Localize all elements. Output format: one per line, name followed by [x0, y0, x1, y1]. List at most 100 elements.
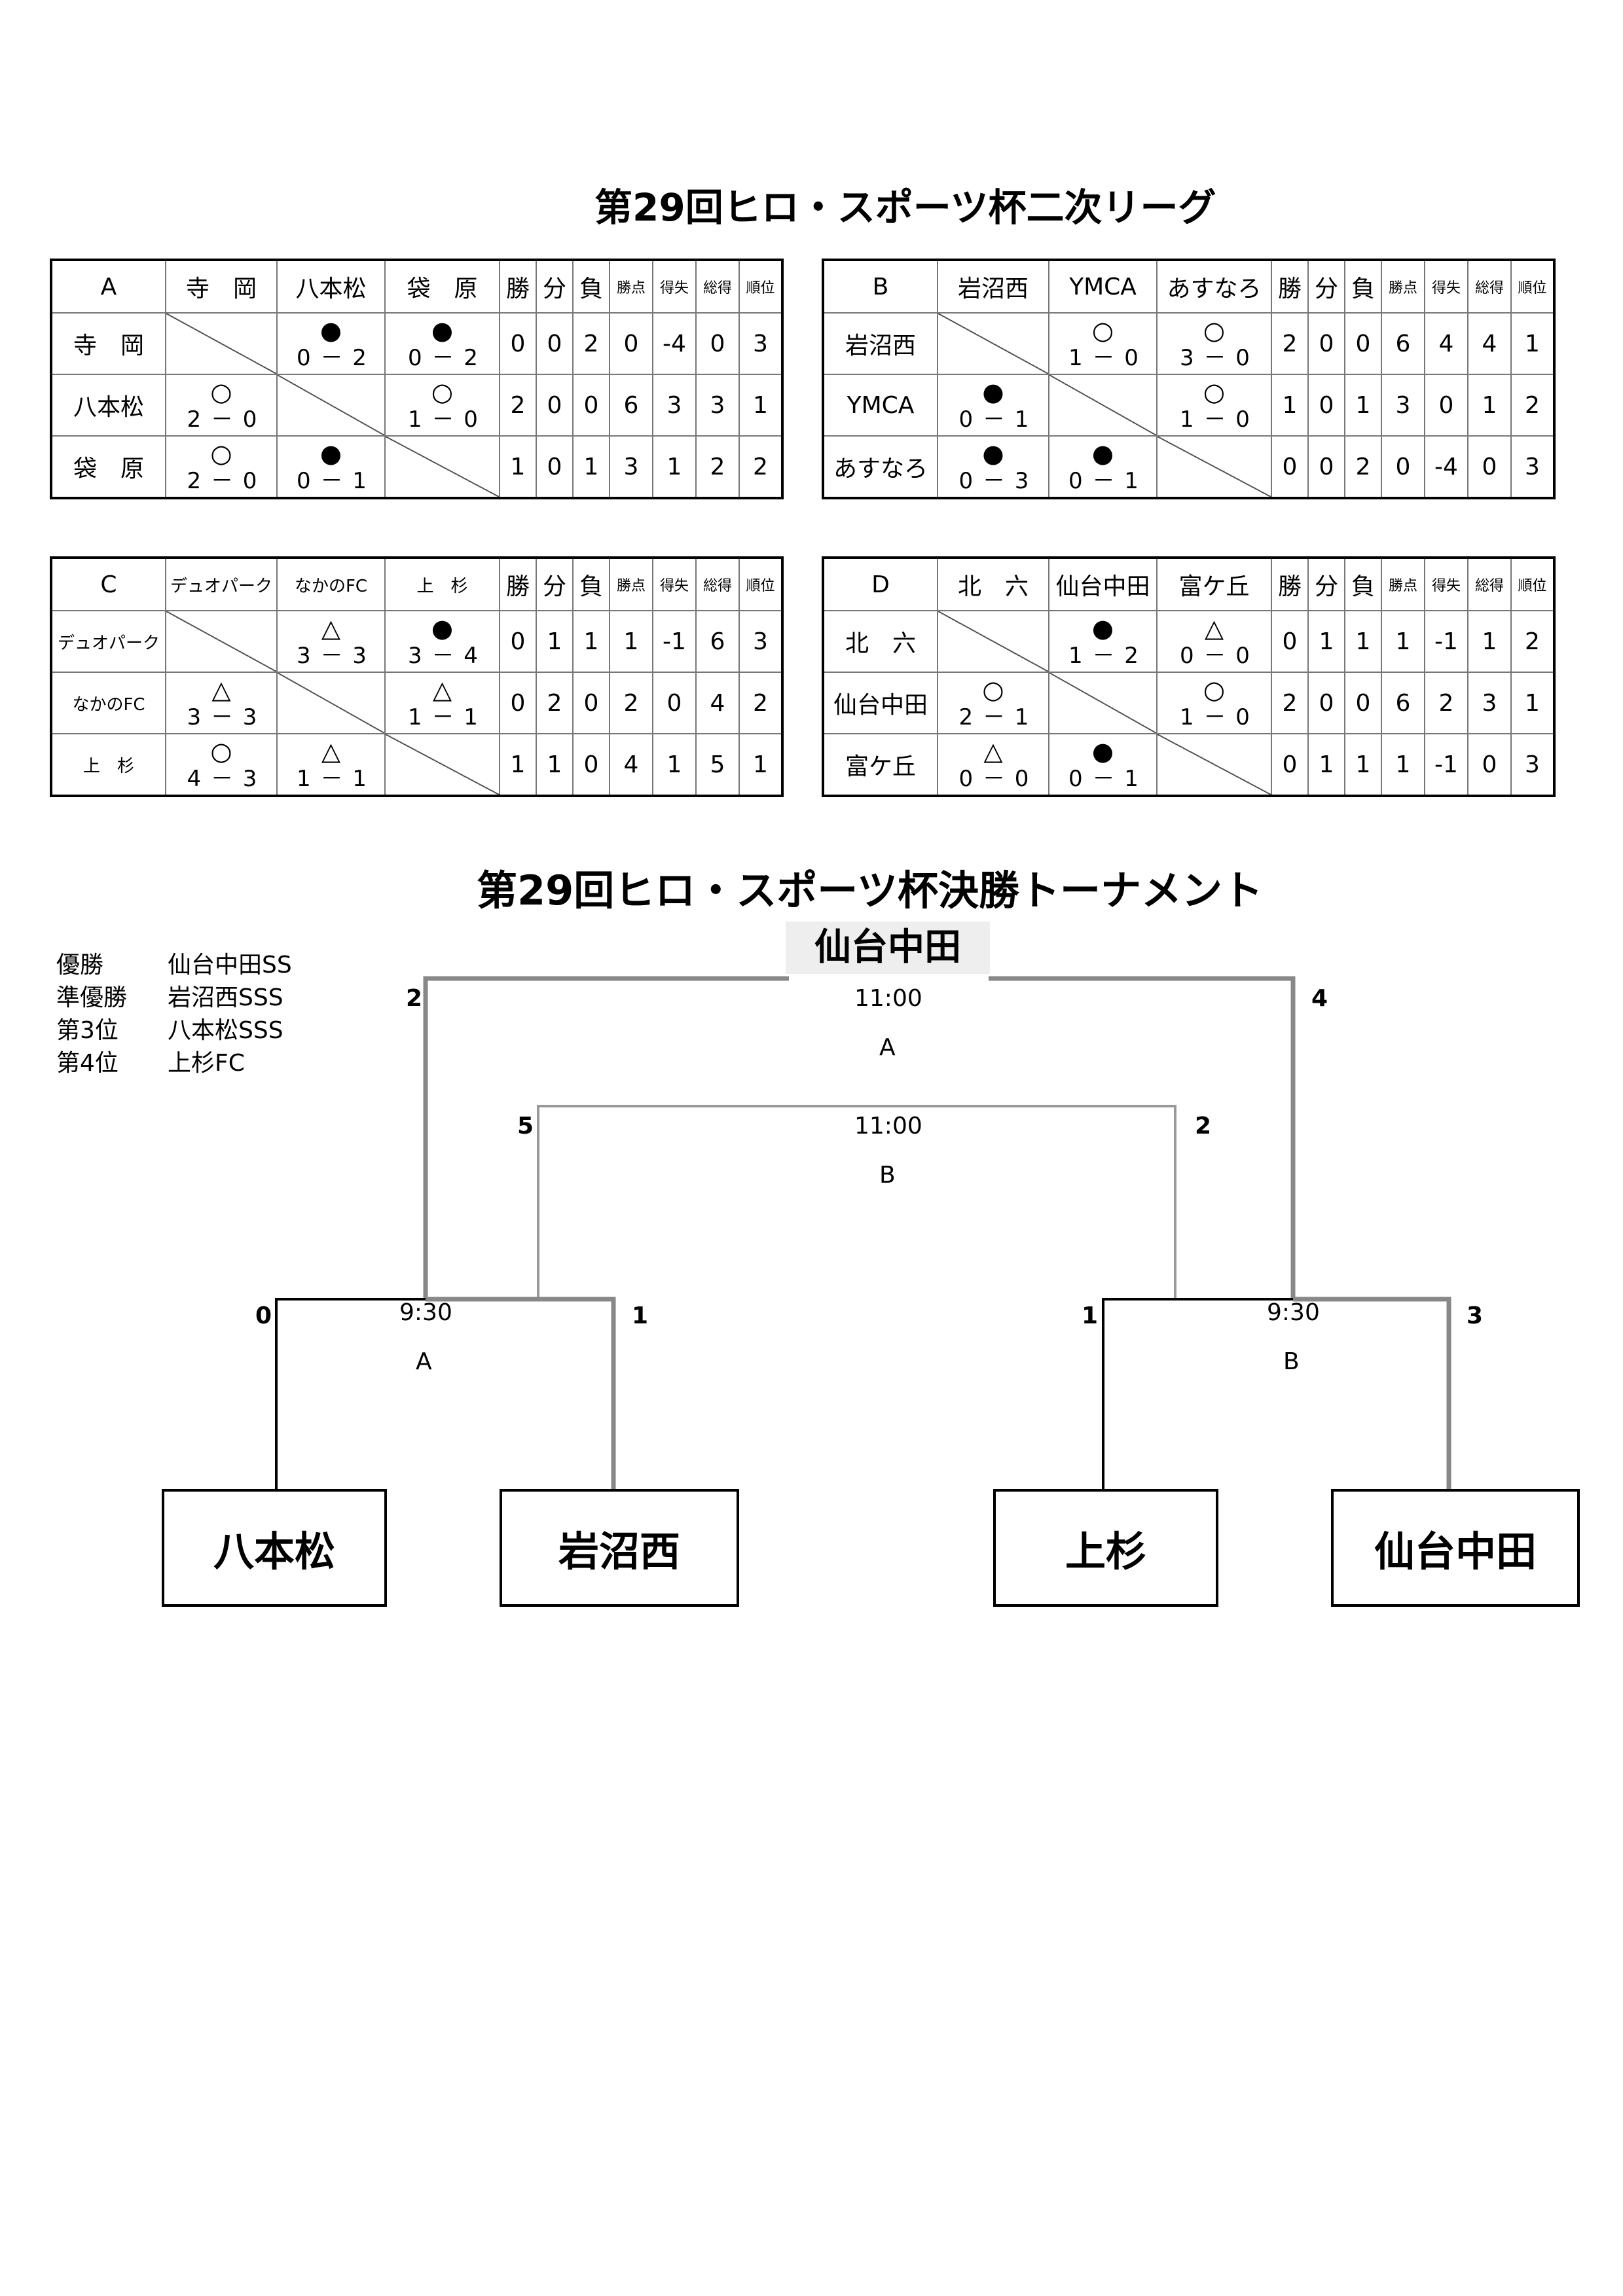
stat-value: 1 — [499, 435, 537, 499]
stat-value: -1 — [652, 610, 697, 673]
match-mark: △ — [321, 614, 341, 643]
match-score: 0 － 2 — [297, 345, 368, 371]
stat-value: 0 — [536, 435, 574, 499]
stat-value: -4 — [1424, 435, 1468, 499]
self-match-cell — [1156, 733, 1272, 797]
semi-right-left-score: 1 — [1082, 1302, 1099, 1329]
match-mark: △ — [321, 737, 341, 766]
match-score: 0 － 1 — [958, 406, 1030, 433]
stat-value: 1 — [1467, 374, 1512, 437]
row-team-name: あすなろ — [822, 435, 938, 499]
match-result-cell: △1 － 1 — [276, 733, 386, 797]
match-result-cell: ●0 － 1 — [1048, 733, 1158, 797]
match-result-cell: ●0 － 3 — [937, 435, 1049, 499]
final-results: 優勝仙台中田SS 準優勝岩沼西SSS 第3位八本松SSS 第4位上杉FC — [56, 949, 292, 1080]
result-team: 八本松SSS — [168, 1017, 283, 1044]
stat-value: 0 — [652, 672, 697, 734]
stat-value: 0 — [1307, 374, 1345, 437]
bracket-team-box: 岩沼西 — [500, 1489, 739, 1607]
self-match-cell — [384, 435, 500, 499]
stat-value: 0 — [499, 610, 537, 673]
stat-value: 2 — [1510, 610, 1555, 673]
stat-value: 1 — [499, 733, 537, 797]
champion-name: 仙台中田 — [814, 926, 961, 969]
stat-value: 0 — [1271, 610, 1309, 673]
stat-value: 0 — [1467, 435, 1512, 499]
stat-header: 勝 — [1271, 259, 1309, 314]
stat-header: 分 — [536, 259, 574, 314]
champion-highlight — [786, 922, 990, 974]
bracket-team-box: 八本松 — [162, 1489, 387, 1607]
match-mark: △ — [211, 675, 231, 704]
match-score: 1 － 1 — [297, 766, 368, 792]
stat-value: 2 — [572, 312, 610, 375]
semi-right-line-loser — [1102, 1298, 1293, 1489]
league-label: C — [50, 557, 166, 611]
stat-header: 総得 — [1467, 557, 1512, 611]
stat-header: 負 — [1344, 259, 1382, 314]
match-result-cell: ●1 － 2 — [1048, 610, 1158, 673]
self-match-cell — [165, 312, 278, 375]
stat-header: 勝 — [499, 557, 537, 611]
row-team-name: YMCA — [822, 374, 938, 437]
stat-header: 分 — [1307, 557, 1345, 611]
match-mark: ● — [982, 378, 1004, 406]
stat-header: 負 — [572, 259, 610, 314]
stat-value: 2 — [1271, 672, 1309, 734]
stat-value: 2 — [609, 672, 653, 734]
stat-header: 勝点 — [1381, 557, 1425, 611]
stat-header: 総得 — [695, 259, 740, 314]
stat-value: 1 — [739, 374, 783, 437]
match-result-cell: ●0 － 1 — [276, 435, 386, 499]
stat-header: 勝点 — [609, 557, 653, 611]
stat-value: 0 — [572, 374, 610, 437]
match-result-cell: ○3 － 0 — [1156, 312, 1272, 375]
stat-header: 順位 — [739, 259, 783, 314]
match-mark: ● — [1091, 439, 1114, 468]
stat-header: 負 — [572, 557, 610, 611]
stat-header: 得失 — [652, 259, 697, 314]
stat-value: 1 — [1307, 733, 1345, 797]
result-team: 岩沼西SSS — [168, 984, 283, 1011]
semi-left-court: A — [416, 1348, 432, 1375]
row-team-name: なかのFC — [50, 672, 166, 734]
match-score: 0 － 1 — [1068, 766, 1140, 792]
column-team-name: 仙台中田 — [1048, 557, 1158, 611]
third-place-time: 11:00 — [854, 1113, 922, 1139]
stat-value: 0 — [1467, 733, 1512, 797]
match-mark: ○ — [1091, 316, 1114, 345]
stat-header: 勝点 — [1381, 259, 1425, 314]
column-team-name: 八本松 — [276, 259, 386, 314]
stat-value: 0 — [572, 672, 610, 734]
final-line-right — [989, 976, 1296, 1299]
match-mark: ○ — [210, 378, 232, 406]
tournament-title: 第29回ヒロ・スポーツ杯決勝トーナメント — [477, 867, 1264, 914]
stat-value: 0 — [1271, 733, 1309, 797]
column-team-name: 富ケ丘 — [1156, 557, 1272, 611]
stat-value: 3 — [1510, 435, 1555, 499]
stat-value: 1 — [1510, 672, 1555, 734]
match-mark: ● — [982, 439, 1004, 468]
stat-header: 得失 — [1424, 557, 1468, 611]
stat-value: 4 — [695, 672, 740, 734]
column-team-name: あすなろ — [1156, 259, 1272, 314]
stat-value: 2 — [536, 672, 574, 734]
stat-value: 1 — [536, 610, 574, 673]
stat-value: 2 — [499, 374, 537, 437]
match-mark: ● — [319, 439, 342, 468]
row-team-name: 八本松 — [50, 374, 166, 437]
final-line-left — [423, 976, 789, 1299]
league-title: 第29回ヒロ・スポーツ杯二次リーグ — [594, 185, 1216, 230]
result-team: 仙台中田SS — [168, 952, 292, 978]
match-score: 2 － 1 — [958, 704, 1030, 730]
match-result-cell: ○2 － 0 — [165, 435, 278, 499]
stat-value: 3 — [609, 435, 653, 499]
match-score: 0 － 3 — [958, 468, 1030, 494]
result-team: 上杉FC — [168, 1050, 245, 1077]
